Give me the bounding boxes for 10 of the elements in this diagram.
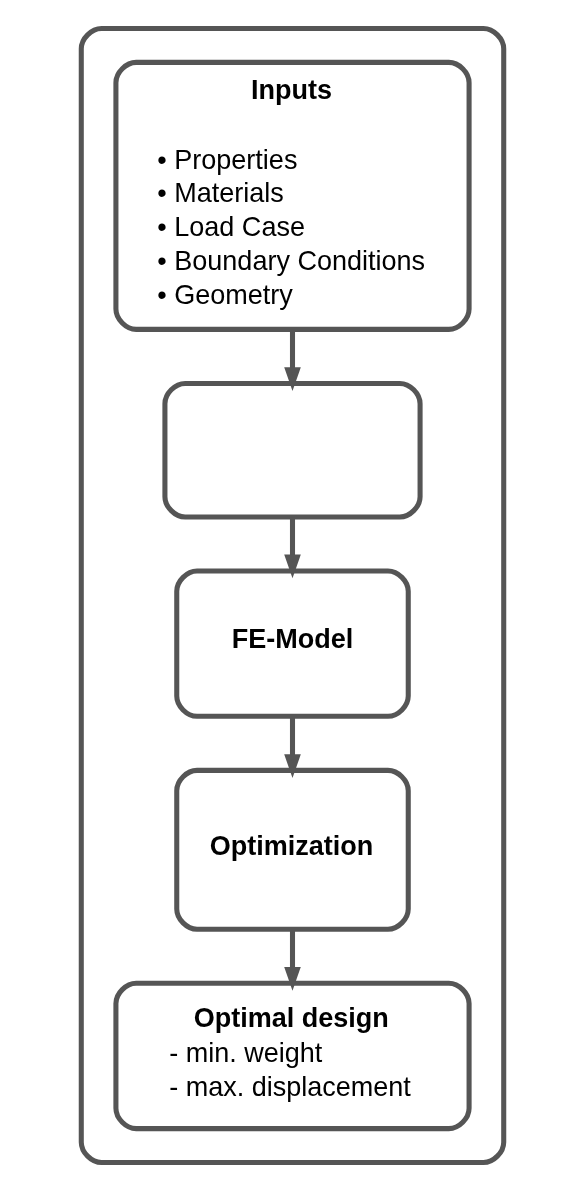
- node-box: FE-Model: [173, 568, 411, 719]
- arrow: [283, 517, 301, 579]
- node-box: Optimal design - min. weight - max. displacement: [112, 980, 472, 1132]
- node-box: Inputs • Properties • Materials • Load Case • Boundary Conditions • Geometry: [112, 59, 472, 332]
- cluster: [78, 26, 506, 1165]
- node-box: [161, 380, 423, 520]
- arrow: [283, 929, 301, 991]
- node-box: Optimization: [173, 767, 411, 932]
- arrow: [283, 329, 301, 392]
- arrow: [283, 716, 301, 779]
